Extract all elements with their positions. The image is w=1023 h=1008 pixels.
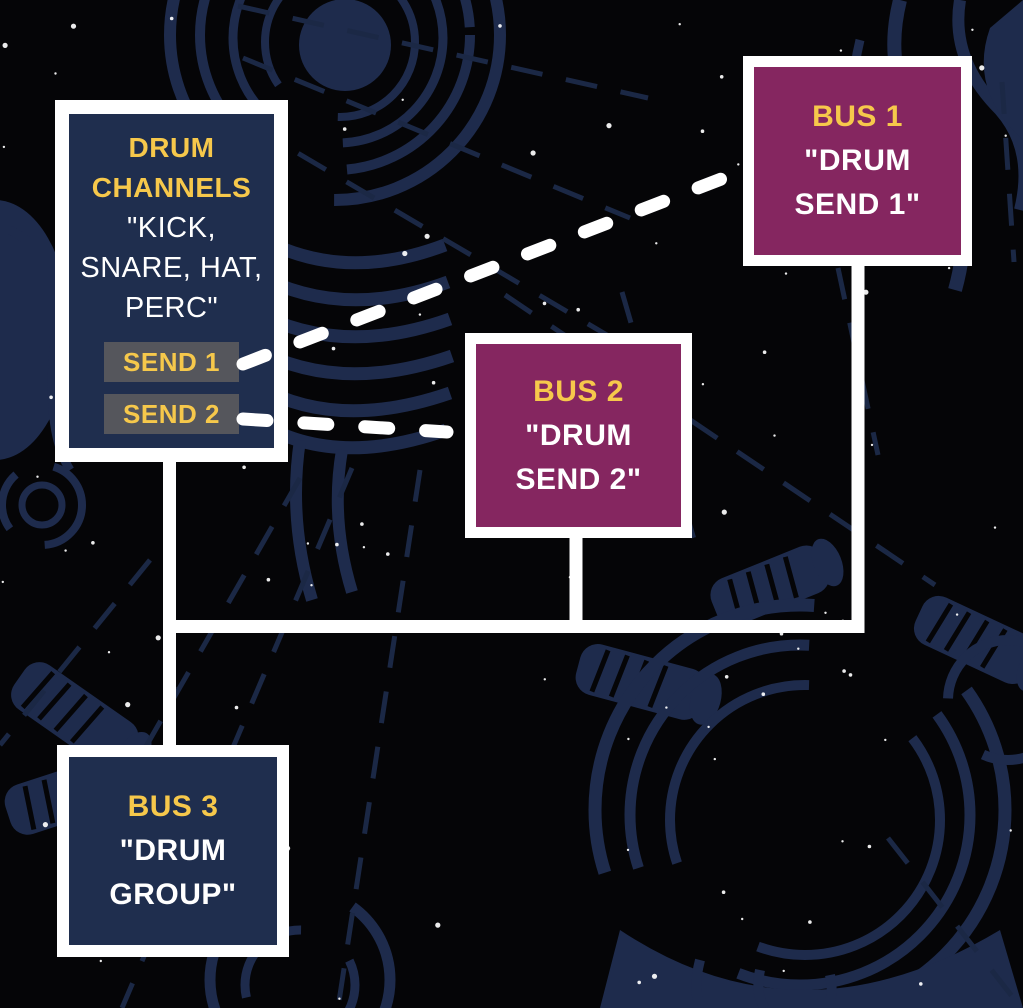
bus-1-box: BUS 1 "DRUM SEND 1" <box>743 56 972 266</box>
bus-2-box: BUS 2 "DRUM SEND 2" <box>465 333 692 538</box>
drum-channels-box: DRUM CHANNELS "KICK, SNARE, HAT, PERC" S… <box>55 100 288 462</box>
send-2-chip: SEND 2 <box>104 394 239 434</box>
bus-2-title: BUS 2 <box>533 374 624 408</box>
bus-3-box: BUS 3 "DRUM GROUP" <box>57 745 289 957</box>
send-chip-group: SEND 1 SEND 2 <box>104 342 239 434</box>
drum-channels-subtitle: "KICK, SNARE, HAT, PERC" <box>80 212 263 324</box>
bus-3-title: BUS 3 <box>127 790 219 823</box>
drum-channels-title: DRUM CHANNELS <box>91 132 252 203</box>
bus-1-label: "DRUM <box>804 144 911 177</box>
send-1-chip: SEND 1 <box>104 342 239 382</box>
bus-3-label: "DRUM <box>119 834 227 867</box>
bus-2-label: "DRUM <box>525 418 632 452</box>
bus-1-title: BUS 1 <box>812 100 903 133</box>
